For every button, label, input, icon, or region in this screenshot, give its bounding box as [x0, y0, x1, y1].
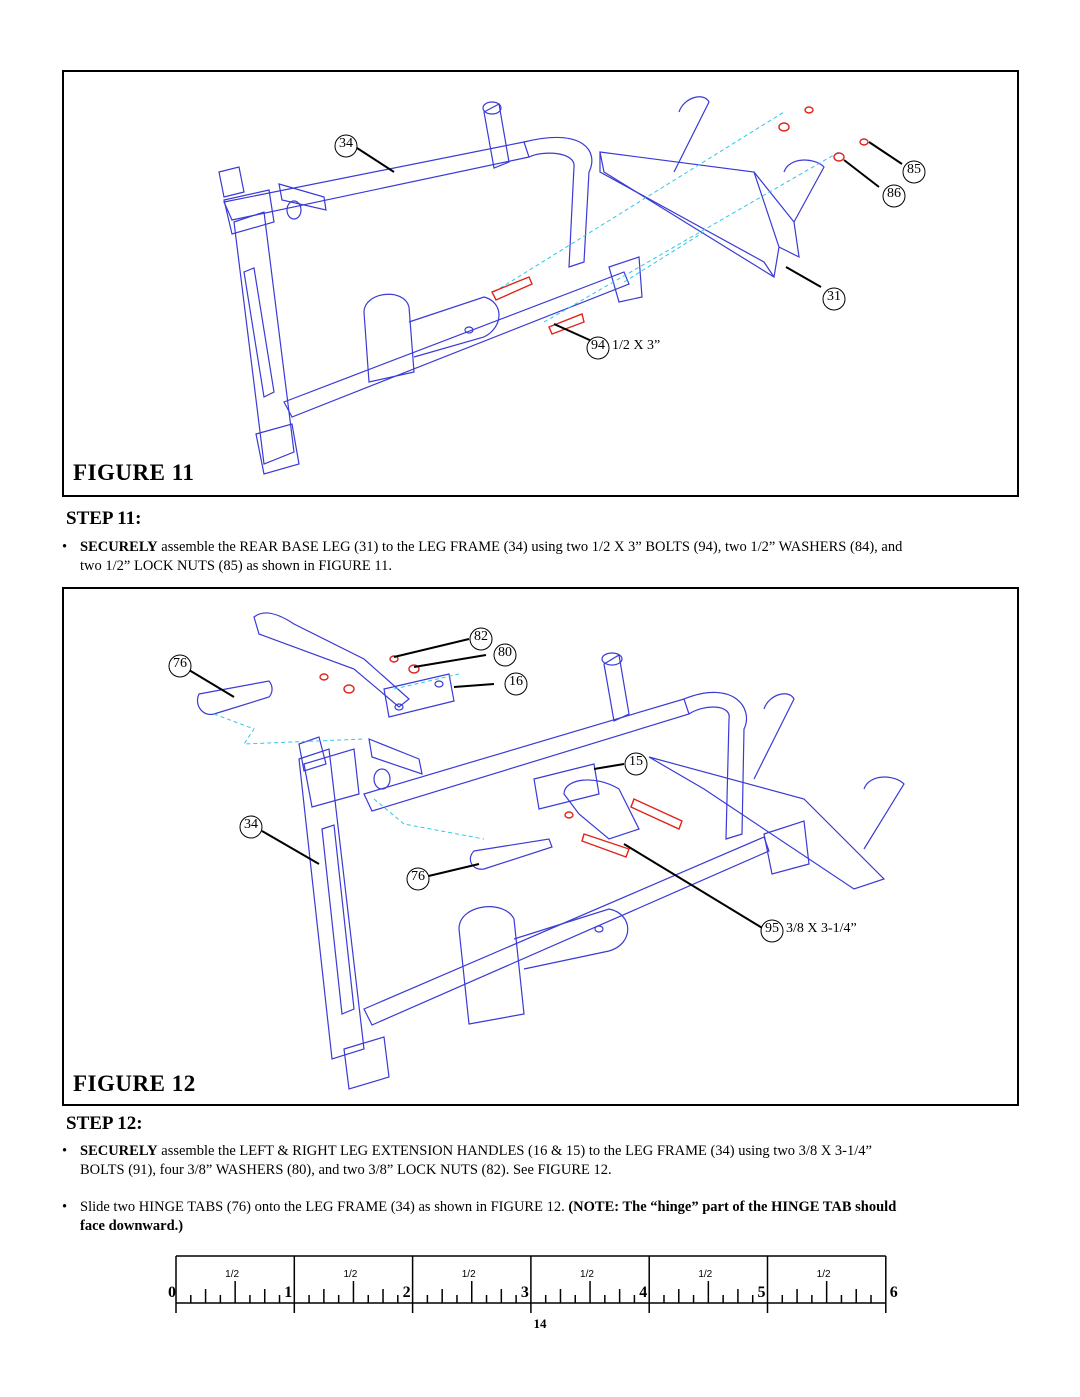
step-12-b1-line1: assemble the LEFT & RIGHT LEG EXTENSION … — [157, 1143, 872, 1159]
hidden-lines-fig11 — [493, 111, 840, 323]
step-12-bullet-2: • Slide two HINGE TABS (76) onto the LEG… — [62, 1198, 1022, 1238]
callout-label-15: 15 — [629, 754, 643, 769]
leg-frame-34-drawing-fig12 — [196, 612, 905, 1090]
callout-label-85: 85 — [907, 162, 921, 177]
step-12-b2-bold1: (NOTE: The “hinge” part of the HINGE TAB… — [568, 1199, 897, 1215]
leader-lines-fig11 — [356, 141, 903, 343]
callout-label-94: 94 — [591, 338, 605, 353]
step-12-heading: STEP 12: — [66, 1113, 143, 1134]
figure-12-panel: 82 80 76 16 15 34 76 95 3/8 X 3-1/4” FIG… — [62, 587, 1019, 1106]
step-11-line2: two 1/2” LOCK NUTS (85) as shown in FIGU… — [80, 558, 393, 574]
callout-label-86: 86 — [887, 186, 901, 201]
ruler-inch-label: 4 — [639, 1284, 647, 1301]
bullet-dot: • — [62, 1199, 68, 1215]
step-11-bold-securely: SECURELY — [80, 539, 158, 555]
figure-12-title: FIGURE 12 — [73, 1071, 196, 1096]
bolt-spec-fig12: 3/8 X 3-1/4” — [786, 921, 857, 936]
step-11-heading: STEP 11: — [66, 508, 142, 529]
callout-circles-fig11 — [334, 134, 926, 360]
callout-label-95: 95 — [765, 921, 779, 936]
hardware-fig11 — [491, 106, 869, 335]
ruler-inch-label: 1 — [284, 1284, 292, 1301]
step-12-bullet-1-text: SECURELY assemble the LEFT & RIGHT LEG E… — [80, 1142, 1022, 1180]
step-12-bullet-2-text: Slide two HINGE TABS (76) onto the LEG F… — [80, 1198, 1022, 1236]
step-12-b2-bold2: face downward.) — [80, 1218, 184, 1234]
ruler-half-label: 1/2 — [817, 1269, 831, 1280]
ruler-half-label: 1/2 — [580, 1269, 594, 1280]
ruler-inch-label: 6 — [890, 1284, 898, 1301]
step-11-bullet-text: SECURELY assemble the REAR BASE LEG (31)… — [80, 538, 1022, 576]
step-11-bullet: • SECURELY assemble the REAR BASE LEG (3… — [62, 538, 1022, 578]
callout-34 — [334, 134, 358, 158]
callout-label-34: 34 — [339, 136, 353, 151]
page-number: 14 — [533, 1316, 547, 1331]
ruler-inch-label: 5 — [758, 1284, 766, 1301]
step-12-bullet-1: • SECURELY assemble the LEFT & RIGHT LEG… — [62, 1142, 1022, 1182]
ruler-inch-label: 3 — [521, 1284, 529, 1301]
hidden-lines-fig12 — [213, 673, 485, 840]
leg-frame-34-drawing — [218, 96, 825, 475]
callout-31 — [822, 287, 846, 311]
bullet-dot: • — [62, 539, 68, 555]
ruler-half-label: 1/2 — [343, 1269, 357, 1280]
callout-85 — [902, 160, 926, 184]
callout-label-31: 31 — [827, 289, 841, 304]
figure-11-drawing — [218, 96, 926, 475]
step-12-b1-line2: BOLTS (91), four 3/8” WASHERS (80), and … — [80, 1162, 612, 1178]
ruler-inch-label: 2 — [403, 1284, 411, 1301]
ruler-half-label: 1/2 — [698, 1269, 712, 1280]
callout-circles-fig12 — [168, 627, 784, 943]
figure-11-title: FIGURE 11 — [73, 460, 195, 485]
leader-lines-fig12 — [183, 638, 765, 930]
callout-label-34: 34 — [244, 817, 258, 832]
figure-11-panel: 34 85 86 31 94 1/2 X 3” FIGURE 11 — [62, 70, 1019, 497]
callout-label-80: 80 — [498, 645, 512, 660]
step-12-b2-line1: Slide two HINGE TABS (76) onto the LEG F… — [80, 1199, 569, 1215]
bolt-spec-fig11: 1/2 X 3” — [612, 338, 661, 353]
step-12-bold-securely: SECURELY — [80, 1143, 158, 1159]
bullet-dot: • — [62, 1143, 68, 1159]
ruler-half-label: 1/2 — [462, 1269, 476, 1280]
callout-label-76-top: 76 — [173, 656, 187, 671]
figure-12-drawing — [168, 612, 905, 1090]
ruler-inch-label: 0 — [168, 1284, 176, 1301]
callout-label-82: 82 — [474, 629, 488, 644]
callout-94 — [586, 336, 610, 360]
callout-label-76-bottom: 76 — [411, 869, 425, 884]
callout-86 — [882, 184, 906, 208]
step-11-line1: assemble the REAR BASE LEG (31) to the L… — [157, 539, 903, 555]
ruler-half-label: 1/2 — [225, 1269, 239, 1280]
callout-label-16: 16 — [509, 674, 523, 689]
